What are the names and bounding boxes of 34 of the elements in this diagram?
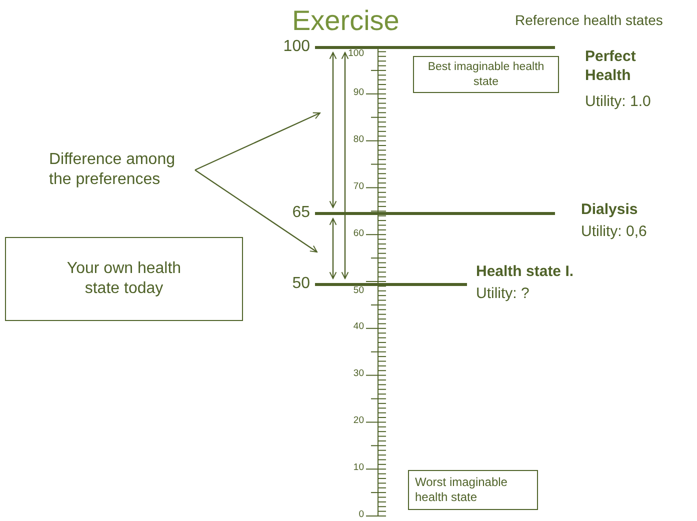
utility-value: Utility: 1.0 bbox=[585, 93, 651, 112]
level-bar bbox=[315, 212, 555, 214]
leader-line bbox=[194, 112, 320, 171]
level-bar bbox=[315, 46, 555, 48]
double-arrow bbox=[329, 52, 337, 208]
text-box: Best imaginable health state bbox=[413, 56, 559, 93]
scale-number: 40 bbox=[353, 322, 364, 333]
scale-number: 20 bbox=[353, 416, 364, 427]
scale-number: 30 bbox=[353, 369, 364, 380]
utility-value: Utility: ? bbox=[476, 285, 530, 304]
level-value: 100 bbox=[283, 37, 310, 57]
text-box: Worst imaginable health state bbox=[408, 470, 538, 510]
scale-number: 50 bbox=[353, 286, 364, 296]
state-name: Perfect Health bbox=[585, 48, 637, 86]
level-value: 65 bbox=[292, 203, 310, 223]
scale-number: 90 bbox=[353, 88, 364, 98]
scale-number: 70 bbox=[353, 182, 364, 192]
scale-number: 60 bbox=[353, 228, 364, 240]
level-bar bbox=[315, 282, 467, 286]
annotation-text: Difference among the preferences bbox=[45, 146, 195, 194]
state-name: Health state I. bbox=[476, 263, 574, 282]
state-name: Dialysis bbox=[581, 201, 638, 220]
scale-number: 0 bbox=[358, 510, 364, 520]
level-value: 50 bbox=[292, 274, 310, 294]
text-box: Your own health state today bbox=[5, 237, 243, 321]
title: Exercise bbox=[292, 4, 400, 38]
double-arrow bbox=[329, 218, 337, 279]
scale-number: 10 bbox=[353, 463, 364, 474]
double-arrow bbox=[341, 52, 349, 279]
heading: Reference health states bbox=[515, 12, 663, 30]
leader-line bbox=[194, 170, 318, 252]
utility-value: Utility: 0,6 bbox=[581, 223, 647, 242]
scale-number: 80 bbox=[353, 134, 364, 146]
scale-number: 100 bbox=[348, 49, 364, 60]
